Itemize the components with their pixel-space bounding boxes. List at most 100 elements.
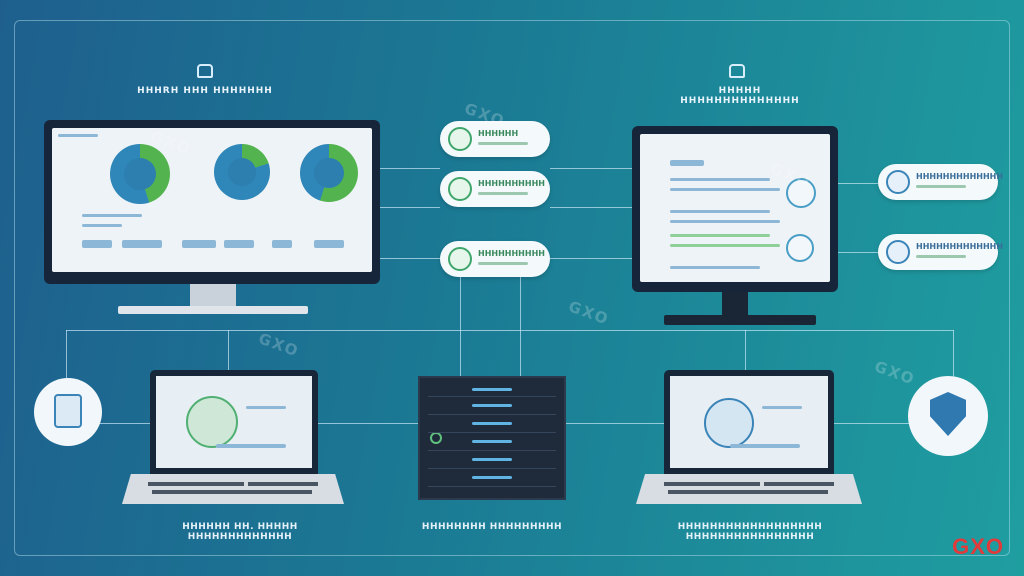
drive-led (472, 404, 512, 407)
rack-row (428, 450, 556, 451)
pill-subtitle-bar (478, 262, 528, 265)
rack-row (428, 432, 556, 433)
drive-led (472, 422, 512, 425)
home-icon (729, 64, 745, 78)
app-icon (704, 398, 754, 448)
header-bar (58, 134, 98, 137)
shield-icon (448, 177, 472, 201)
drive-led (472, 476, 512, 479)
caption-bar (82, 240, 112, 248)
connector (380, 207, 440, 208)
pill-right-0[interactable]: HHHHHHHHHHHHH (878, 164, 1003, 200)
connector (550, 168, 632, 169)
header-bar (670, 160, 704, 166)
laptop-screen (156, 376, 312, 468)
connector (460, 276, 461, 376)
pill-left-1[interactable]: HHHHHHHHHH (440, 171, 550, 207)
server-rack (418, 376, 566, 500)
lock-icon (448, 127, 472, 151)
caption-center: HHHHHHHH HHHHHHHHH (421, 522, 563, 532)
pill-title: HHHHHHHHHHHHH (916, 242, 1004, 251)
donut-chart (300, 144, 358, 202)
caption-bar (272, 240, 292, 248)
pill-title: HHHHHHHHHH (478, 249, 545, 258)
calculator-circle[interactable] (34, 378, 102, 446)
keyboard-row (668, 490, 828, 494)
pill-subtitle-bar (478, 142, 528, 145)
chart-icon (786, 234, 814, 262)
donut-chart (110, 144, 170, 204)
connector (66, 330, 954, 331)
rack-row (428, 396, 556, 397)
caption-bar (314, 240, 344, 248)
document-line (670, 210, 770, 213)
document-line (670, 178, 770, 181)
caption-bar (82, 224, 122, 227)
pill-left-2[interactable]: HHHHHHHHHH (440, 241, 550, 277)
chart-icon (786, 178, 816, 208)
pill-title: HHHHHH (478, 129, 519, 138)
pill-left-0[interactable]: HHHHHH (440, 121, 550, 157)
connector (100, 423, 150, 424)
monitor-stand (190, 284, 236, 308)
connector (550, 207, 632, 208)
connector (380, 168, 440, 169)
drive-led (472, 458, 512, 461)
keyboard-row (148, 482, 244, 486)
pill-subtitle-bar (916, 255, 966, 258)
app-bar (216, 444, 286, 448)
laptop-left (150, 370, 318, 474)
heading-right: HHHHH HHHHHHHHHHHHHH (680, 86, 800, 106)
rack-row (428, 468, 556, 469)
connector (520, 276, 521, 376)
monitor-stand (722, 292, 748, 316)
drive-led (472, 440, 512, 443)
app-bar (730, 444, 800, 448)
connector (380, 258, 440, 259)
drive-led (472, 388, 512, 391)
keyboard-row (152, 490, 312, 494)
connector (228, 330, 229, 370)
caption-bar (122, 240, 162, 248)
pill-title: HHHHHHHHHH (478, 179, 545, 188)
shield-icon (930, 392, 966, 436)
connector (566, 423, 664, 424)
laptop-keyboard (636, 474, 862, 504)
connector (550, 258, 632, 259)
donut-chart (214, 144, 270, 200)
security-circle[interactable] (908, 376, 988, 456)
caption-right: HHHHHHHHHHHHHHHHHH HHHHHHHHHHHHHHHH (677, 522, 823, 542)
caption-bar (82, 214, 142, 217)
power-icon (430, 432, 442, 444)
calculator-icon (54, 394, 82, 428)
pill-title: HHHHHHHHHHHHH (916, 172, 1004, 181)
caption-left: HHHHHH HH. HHHHH HHHHHHHHHHHHH (182, 522, 298, 542)
rack-row (428, 486, 556, 487)
report-monitor (632, 126, 838, 292)
heading-left: HHHRH HHH HHHHHHH (137, 86, 273, 96)
connector (318, 423, 418, 424)
connector (745, 330, 746, 370)
diagram-frame (14, 20, 1010, 556)
document-line (670, 266, 760, 269)
rack-row (428, 414, 556, 415)
app-icon (186, 396, 238, 448)
document-line (670, 234, 770, 237)
laptop-screen (670, 376, 828, 468)
dashboard-screen (52, 128, 372, 272)
keyboard-row (248, 482, 318, 486)
document-icon (886, 170, 910, 194)
chart-icon (886, 240, 910, 264)
document-line (670, 188, 780, 191)
app-bar (762, 406, 802, 409)
monitor-base (664, 315, 816, 325)
pill-right-1[interactable]: HHHHHHHHHHHHH (878, 234, 1003, 270)
caption-bar (182, 240, 216, 248)
caption-bar (224, 240, 254, 248)
monitor-base (118, 306, 308, 314)
document-line (670, 244, 780, 247)
brand-logo: GXO (952, 534, 1004, 559)
pill-subtitle-bar (916, 185, 966, 188)
keyboard-row (764, 482, 834, 486)
laptop-keyboard (122, 474, 344, 504)
